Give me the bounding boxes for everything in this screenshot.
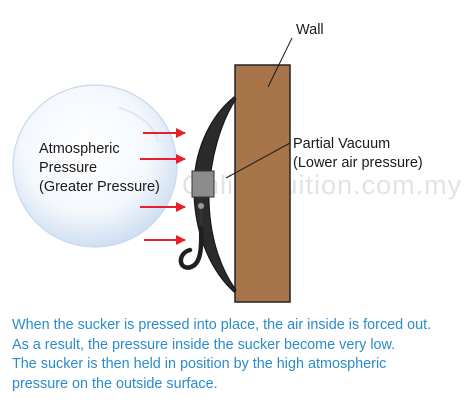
partial-vacuum-label: Partial Vacuum [293, 136, 390, 152]
wall-pointer [267, 37, 293, 88]
caption: When the sucker is pressed into place, t… [12, 316, 472, 394]
wall [234, 64, 291, 303]
lower-pressure-label: (Lower air pressure) [293, 155, 423, 171]
bubble-highlight [119, 107, 159, 141]
vacuum-pointer [225, 142, 291, 179]
caption-line: pressure on the outside surface. [12, 375, 218, 392]
hook [178, 225, 204, 270]
watermark: OnlineTuition.com.my [182, 170, 462, 200]
wall-label: Wall [296, 22, 324, 38]
sucker-knob [191, 170, 215, 198]
pressure-label: Pressure [39, 160, 97, 176]
greater-pressure-label: (Greater Pressure) [39, 179, 160, 195]
atmosphere-bubble [12, 84, 178, 248]
suction-cup [193, 96, 237, 293]
hook-ring [197, 202, 205, 210]
caption-line: As a result, the pressure inside the suc… [12, 336, 396, 353]
caption-line: When the sucker is pressed into place, t… [12, 317, 432, 333]
caption-line: The sucker is then held in position by t… [12, 356, 387, 372]
atmospheric-label: Atmospheric [39, 141, 120, 157]
